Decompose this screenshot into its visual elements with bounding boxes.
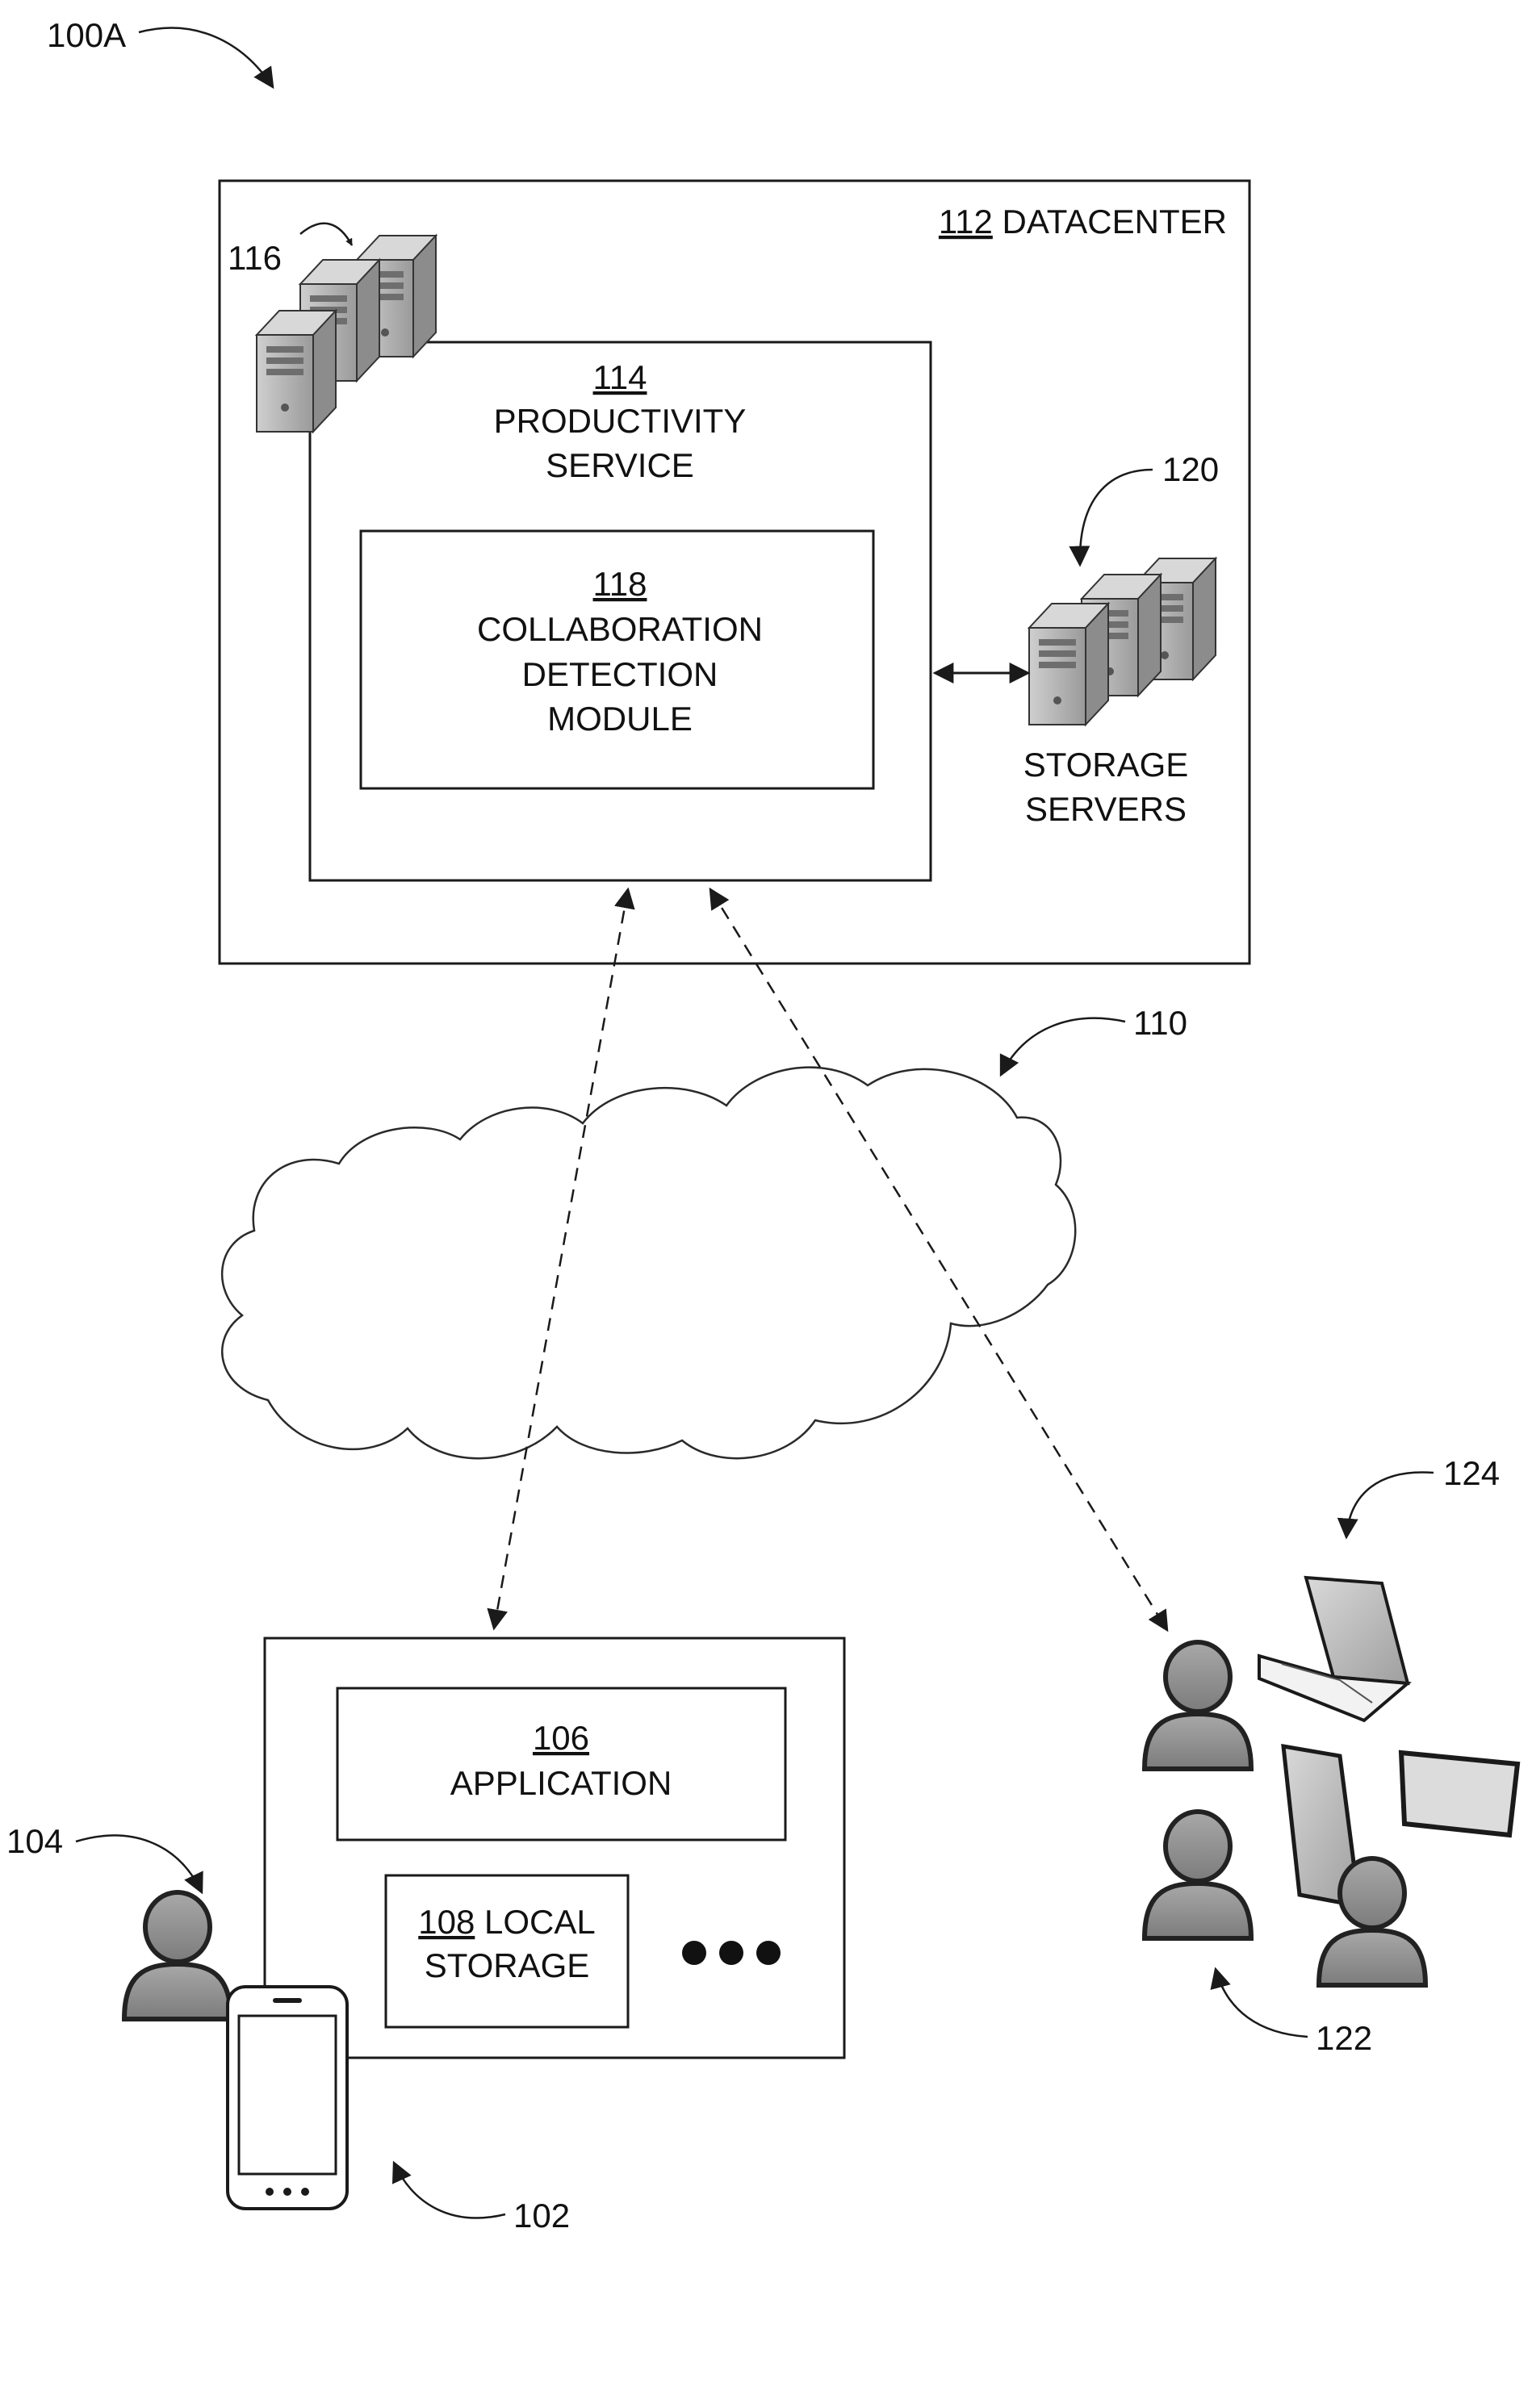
local-storage-box: 108 LOCAL STORAGE [386, 1875, 628, 2027]
collaboration-detection-module-box: 118 COLLABORATION DETECTION MODULE [361, 531, 873, 788]
local-storage-label-line1: 108 LOCAL [418, 1903, 595, 1941]
collaborator-devices-ref-arrow [1346, 1472, 1434, 1537]
collaborator-icon [1145, 1812, 1251, 1938]
network-cloud [222, 1068, 1075, 1459]
user-ref: 104 [6, 1822, 63, 1860]
datacenter-label: 112 DATACENTER [939, 203, 1227, 240]
client-device-ref: 102 [513, 2197, 570, 2235]
user-ref-arrow [76, 1836, 202, 1892]
local-storage-ref: 108 [418, 1903, 475, 1941]
figure-label: 100A [47, 16, 126, 54]
user-icon [124, 1892, 231, 2019]
datacenter-name: DATACENTER [1002, 203, 1227, 240]
network-ref: 110 [1133, 1004, 1187, 1042]
datacenter-ref: 112 [939, 203, 993, 240]
storage-servers-label-line2: SERVERS [1025, 790, 1187, 828]
application-box: 106 APPLICATION [337, 1688, 785, 1840]
local-storage-label-line2: STORAGE [425, 1946, 590, 1984]
network-ref-arrow [1001, 1018, 1125, 1075]
application-label: APPLICATION [450, 1764, 672, 1802]
local-storage-label-part1: LOCAL [484, 1903, 596, 1941]
collaborator-devices-ref: 124 [1443, 1454, 1500, 1492]
productivity-service-label-line2: SERVICE [546, 446, 694, 484]
collaboration-module-ref: 118 [593, 565, 647, 603]
collaboration-module-line2: DETECTION [522, 655, 718, 693]
laptop-icon [1259, 1578, 1408, 1720]
collaboration-module-line1: COLLABORATION [477, 610, 763, 648]
collaborators-ref-arrow [1216, 1969, 1308, 2037]
collaborators-ref: 122 [1316, 2019, 1372, 2057]
more-items-ellipsis [682, 1941, 781, 1965]
collaborator-icon [1145, 1642, 1251, 1769]
application-ref: 106 [533, 1719, 589, 1757]
mobile-phone-icon [228, 1987, 347, 2209]
server-group-ref: 116 [228, 239, 282, 277]
collaboration-module-line3: MODULE [547, 700, 693, 738]
storage-servers-ref: 120 [1162, 450, 1219, 488]
client-device-ref-arrow [394, 2163, 505, 2218]
storage-servers-label-line1: STORAGE [1023, 746, 1189, 784]
productivity-service-ref: 114 [593, 358, 647, 396]
figure-label-arrow [139, 28, 273, 87]
tablet-landscape-icon [1401, 1753, 1517, 1835]
productivity-service-label-line1: PRODUCTIVITY [494, 402, 747, 440]
